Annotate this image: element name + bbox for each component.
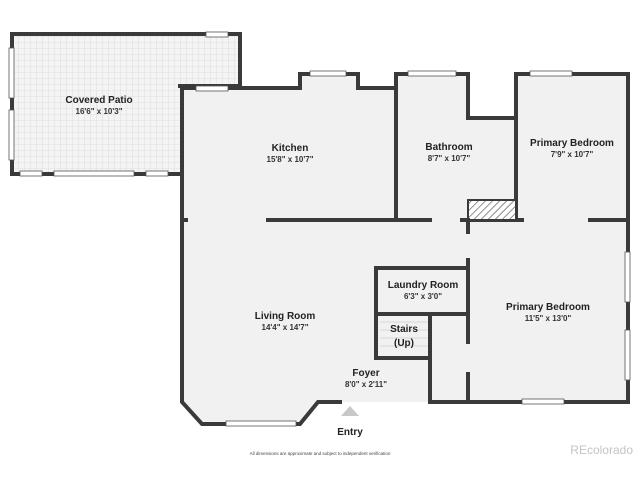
- room-name-bathroom: Bathroom: [425, 142, 472, 153]
- room-name-covered-patio: Covered Patio: [65, 95, 132, 106]
- room-dims-covered-patio: 16'6" x 10'3": [76, 107, 123, 116]
- room-name-kitchen: Kitchen: [272, 143, 309, 154]
- patio-floor: [12, 34, 240, 174]
- room-name-primary-bedroom-large: Primary Bedroom: [506, 302, 590, 313]
- room-name-primary-bedroom-small: Primary Bedroom: [530, 138, 614, 149]
- stairs-steps: [380, 321, 428, 347]
- disclaimer-footnote: All dimensions are approximate and subje…: [250, 451, 391, 456]
- room-name-stairs: Stairs: [390, 324, 418, 335]
- door-openings: [432, 217, 588, 372]
- room-dims-foyer: 8'0" x 2'11": [345, 380, 387, 389]
- room-dims-stairs: (Up): [394, 338, 414, 349]
- room-name-laundry: Laundry Room: [388, 280, 459, 291]
- stair-nook: [467, 199, 517, 221]
- room-dims-primary-bedroom-large: 11'5" x 13'0": [525, 314, 572, 323]
- floor-fills: [12, 34, 628, 424]
- room-dims-bathroom: 8'7" x 10'7": [428, 154, 471, 163]
- brand-watermark: REcolorado: [570, 443, 633, 457]
- room-dims-primary-bedroom-small: 7'9" x 10'7": [551, 150, 594, 159]
- room-name-foyer: Foyer: [352, 368, 379, 379]
- windows: [8, 31, 631, 427]
- house-floor: [182, 74, 628, 424]
- room-dims-living-room: 14'4" x 14'7": [262, 323, 309, 332]
- entry-arrow-icon: [341, 406, 359, 416]
- room-dims-laundry: 6'3" x 3'0": [404, 292, 442, 301]
- room-dims-kitchen: 15'8" x 10'7": [267, 155, 314, 164]
- room-name-living-room: Living Room: [255, 311, 316, 322]
- entry-label: Entry: [337, 427, 363, 438]
- room-labels: Covered Patio 16'6" x 10'3" Kitchen 15'8…: [65, 95, 614, 389]
